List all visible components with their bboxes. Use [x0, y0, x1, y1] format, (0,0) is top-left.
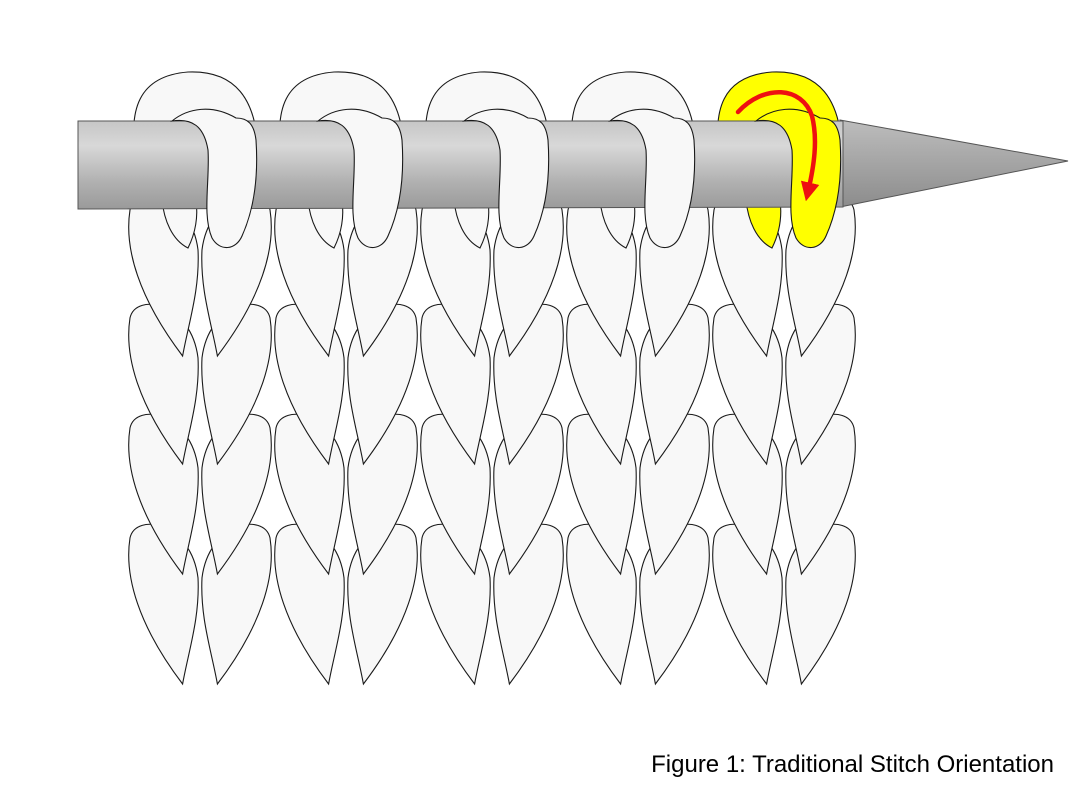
stitch-loop-front: [316, 108, 404, 249]
needle-tip: [839, 119, 1069, 208]
loop-fronts: [170, 108, 842, 249]
stitch-hanging-leg: [599, 199, 636, 249]
figure-caption: Figure 1: Traditional Stitch Orientation: [651, 751, 1054, 778]
stitch-loop-front: [608, 108, 696, 249]
direction-arrow: [735, 89, 820, 202]
knitted-fabric: [128, 195, 856, 686]
highlighted-stitch-loop-front: [754, 108, 842, 249]
stitch-hanging-leg: [453, 199, 490, 249]
stitch-loop-front: [462, 108, 550, 249]
needle-shaft: [77, 120, 844, 210]
highlighted-stitch-leg: [745, 199, 782, 249]
curved-arrow-icon: [735, 89, 820, 202]
stitch-loop-front: [170, 108, 258, 249]
